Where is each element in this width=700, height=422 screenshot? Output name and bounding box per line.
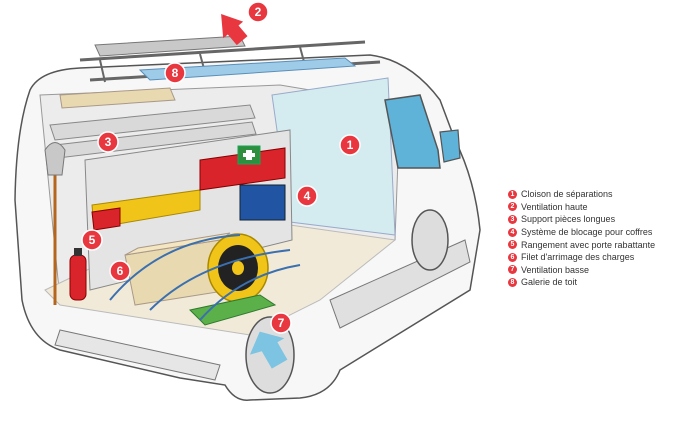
low-ventilation-arrow (249, 331, 288, 369)
legend-label: Système de blocage pour coffres (521, 227, 653, 238)
callout-3: 3 (97, 131, 119, 153)
legend-number: 2 (508, 202, 517, 212)
legend-number: 8 (508, 277, 517, 287)
callout-1: 1 (339, 134, 361, 156)
legend-number: 7 (508, 265, 517, 275)
cab-window (384, 94, 441, 169)
legend-item: 3 Support pièces longues (508, 213, 655, 226)
legend-item: 7 Ventilation basse (508, 264, 655, 277)
legend-number: 1 (508, 189, 517, 199)
legend-label: Support pièces longues (521, 214, 616, 225)
legend-item: 4 Système de blocage pour coffres (508, 226, 655, 239)
svg-text:5: 5 (89, 233, 96, 247)
side-mirror (439, 129, 461, 163)
legend-label: Ventilation basse (521, 264, 590, 275)
legend-number: 4 (508, 227, 517, 237)
legend-item: 8 Galerie de toit (508, 276, 655, 289)
legend-label: Filet d'arrimage des charges (521, 252, 635, 263)
svg-text:8: 8 (172, 66, 179, 80)
svg-text:3: 3 (105, 135, 112, 149)
callout-6: 6 (109, 260, 131, 282)
svg-text:7: 7 (278, 316, 285, 330)
legend-number: 3 (508, 214, 517, 224)
callout-2: 2 (247, 1, 269, 23)
cable-reel (188, 233, 277, 326)
legend-label: Ventilation haute (521, 201, 588, 212)
roof-rack (79, 35, 381, 83)
callout-8: 8 (164, 62, 186, 84)
shovel (44, 142, 66, 305)
legend-item: 5 Rangement avec porte rabattante (508, 238, 655, 251)
legend-item: 6 Filet d'arrimage des charges (508, 251, 655, 264)
legend: 1 Cloison de séparations 2 Ventilation hau… (508, 188, 655, 289)
svg-text:4: 4 (304, 189, 311, 203)
legend-label: Galerie de toit (521, 277, 578, 288)
high-ventilation-arrow (221, 13, 248, 46)
svg-text:6: 6 (117, 264, 124, 278)
svg-text:1: 1 (347, 138, 354, 152)
front-wheel (411, 209, 449, 271)
callout-5: 5 (81, 229, 103, 251)
cargo-net (109, 234, 301, 321)
legend-number: 5 (508, 240, 517, 250)
legend-label: Rangement avec porte rabattante (521, 239, 656, 250)
legend-item: 1 Cloison de séparations (508, 188, 655, 201)
legend-label: Cloison de séparations (521, 189, 613, 200)
svg-text:2: 2 (255, 5, 262, 19)
fire-extinguisher (69, 248, 87, 301)
callout-4: 4 (296, 185, 318, 207)
callout-7: 7 (270, 312, 292, 334)
legend-number: 6 (508, 252, 517, 262)
legend-item: 2 Ventilation haute (508, 201, 655, 214)
